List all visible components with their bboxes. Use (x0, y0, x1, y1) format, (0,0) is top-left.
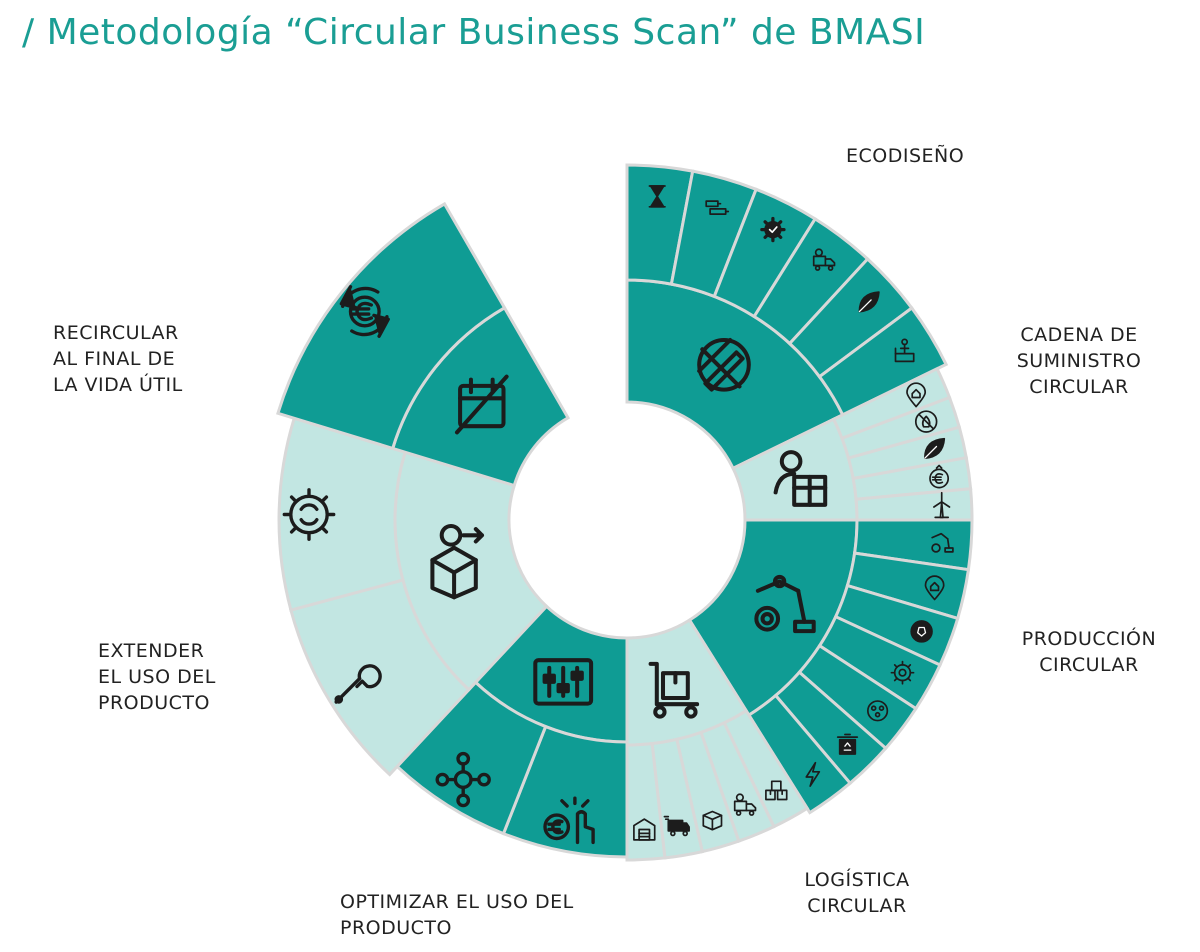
electric-van-icon (663, 815, 690, 837)
label-line: CIRCULAR (1039, 654, 1139, 676)
open-box-icon (702, 810, 723, 831)
gear-check-icon (760, 216, 786, 243)
label-line: SUMINISTRO (1016, 350, 1142, 372)
factory-person-icon (894, 338, 915, 363)
label-ecodiseno: ECODISEÑO (846, 143, 964, 169)
location-pin-icon (906, 382, 927, 408)
label-logistica: LOGÍSTICA CIRCULAR (786, 867, 928, 919)
hand-truck-icon (648, 661, 700, 719)
warehouse-icon (633, 818, 656, 841)
label-extender: EXTENDER EL USO DEL PRODUCTO (98, 638, 216, 716)
touch-pay-icon (543, 796, 595, 845)
robot-arm-icon (754, 574, 816, 634)
robot-arm-small-icon (931, 532, 954, 553)
page-title: / Metodología “Circular Business Scan” d… (22, 12, 926, 53)
delivery-truck-icon (812, 248, 836, 271)
control-panel-icon (533, 658, 594, 706)
supplier-package-icon (773, 450, 828, 507)
eco-design-icon (697, 337, 751, 392)
euro-cycle-icon (339, 285, 390, 338)
label-line: CIRCULAR (1029, 376, 1129, 398)
label-cadena-suministro: CADENA DE SUMINISTRO CIRCULAR (1000, 322, 1158, 400)
leaf-icon (858, 291, 880, 313)
label-line: ECODISEÑO (846, 145, 965, 167)
wind-turbine-icon (933, 491, 951, 519)
wrench-icon (334, 664, 382, 704)
delivery-truck-icon (733, 793, 757, 816)
label-line: EL USO DEL (98, 666, 216, 688)
network-hub-icon (435, 751, 491, 808)
boxes-icon (765, 780, 788, 801)
no-fire-icon (914, 410, 938, 433)
label-line: LOGÍSTICA (804, 869, 910, 891)
battery-icon (705, 200, 730, 215)
label-line: PRODUCCIÓN (1021, 628, 1157, 650)
football-icon (910, 620, 933, 643)
label-line: PRODUCTO (340, 917, 452, 939)
energy-bolt-icon (805, 761, 821, 787)
outer-segment-recircular (276, 201, 507, 451)
label-line: OPTIMIZAR EL USO DEL (340, 891, 574, 913)
label-line: LA VIDA ÚTIL (53, 374, 183, 396)
label-line: AL FINAL DE (53, 348, 176, 370)
gear-recycle-icon (282, 488, 336, 541)
label-line: CIRCULAR (807, 895, 907, 917)
gear-cycle-icon (890, 660, 915, 685)
label-recircular: RECIRCULAR AL FINAL DE LA VIDA ÚTIL (53, 320, 183, 398)
calendar-cross-icon (454, 374, 509, 435)
label-line: EXTENDER (98, 640, 205, 662)
hourglass-icon (648, 185, 666, 208)
recycle-people-icon (867, 700, 889, 722)
label-line: CADENA DE (1020, 324, 1138, 346)
recycle-bin-icon (836, 733, 859, 755)
leaf-icon (923, 437, 946, 460)
euro-coin-icon (929, 464, 950, 489)
location-pin-icon (924, 575, 945, 601)
label-line: RECIRCULAR (53, 322, 179, 344)
label-line: PRODUCTO (98, 692, 210, 714)
label-optimizar: OPTIMIZAR EL USO DEL PRODUCTO (340, 889, 574, 941)
label-produccion: PRODUCCIÓN CIRCULAR (1004, 626, 1174, 678)
box-time-icon (430, 523, 485, 600)
